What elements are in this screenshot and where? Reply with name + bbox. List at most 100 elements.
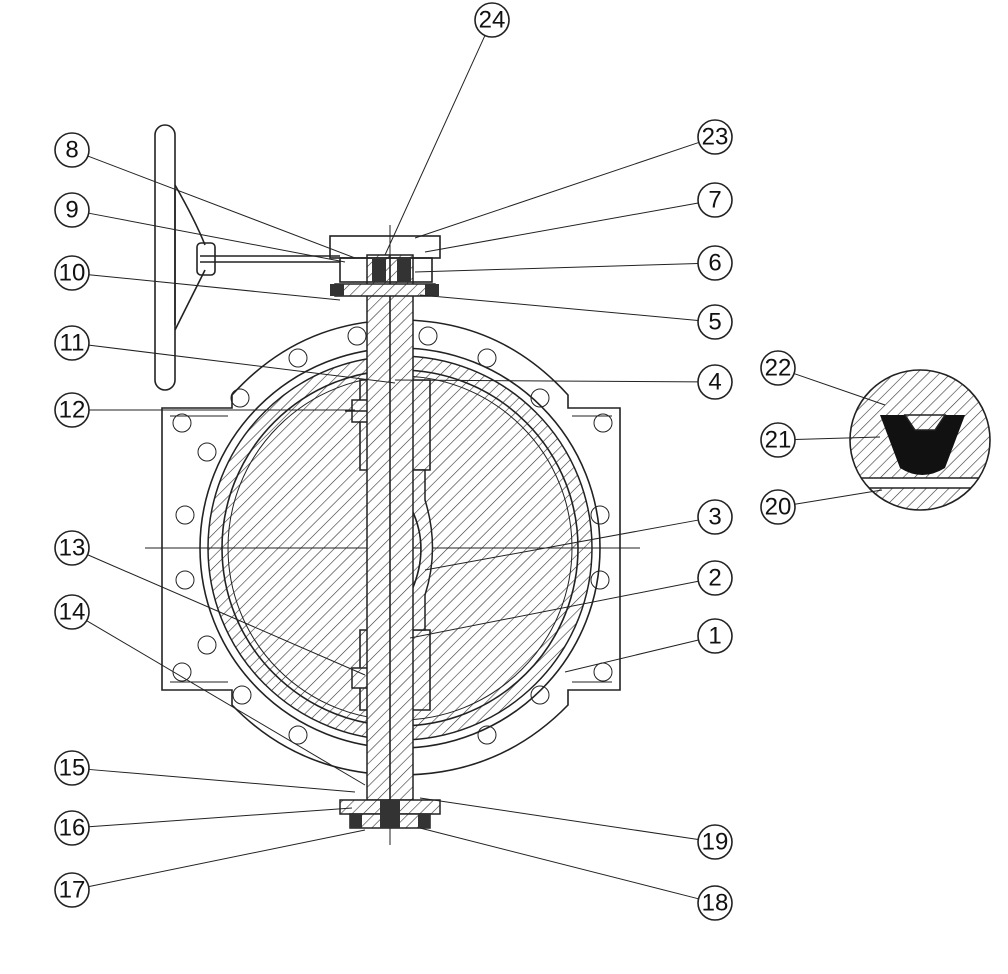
callout-circle — [760, 350, 796, 386]
leader-line — [88, 344, 396, 384]
callout-circle — [54, 325, 90, 361]
bolt-hole — [175, 505, 195, 525]
leader-line — [87, 155, 356, 259]
leader-line — [419, 797, 699, 840]
callout-circle — [54, 594, 90, 630]
callout-19: 19 — [419, 797, 733, 860]
callout-circle — [697, 499, 733, 535]
leader-line — [394, 379, 699, 383]
callout-circle — [697, 245, 733, 281]
callout-5: 5 — [419, 294, 733, 340]
leader-line — [88, 274, 341, 301]
leader-line — [87, 554, 366, 676]
bolt-hole — [288, 348, 308, 368]
callout-circle — [54, 255, 90, 291]
leader-line — [794, 489, 883, 505]
callout-circle — [697, 618, 733, 654]
seat-detail-view — [849, 369, 991, 511]
bolt-hole — [172, 413, 192, 433]
callout-circle — [697, 364, 733, 400]
leader-line — [86, 620, 366, 786]
callout-number: 3 — [708, 504, 721, 531]
callout-14: 14 — [54, 594, 366, 786]
callout-circle — [54, 192, 90, 228]
bolt-hole — [477, 348, 497, 368]
callout-number: 6 — [708, 250, 721, 277]
gearbox — [200, 235, 441, 297]
callout-13: 13 — [54, 530, 366, 676]
callout-1: 1 — [564, 618, 733, 673]
bolt-hole — [477, 725, 497, 745]
callout-24: 24 — [384, 2, 510, 256]
callout-11: 11 — [54, 325, 396, 384]
bolt-hole — [232, 685, 252, 705]
leader-line — [424, 519, 699, 571]
callout-number: 13 — [59, 535, 86, 562]
bolt-holes — [172, 326, 613, 745]
callout-number: 16 — [59, 815, 86, 842]
callout-number: 18 — [702, 890, 729, 917]
callout-number: 20 — [765, 494, 792, 521]
callout-number: 23 — [702, 124, 729, 151]
callout-3: 3 — [424, 499, 733, 571]
bolt-hole — [197, 635, 217, 655]
leader-line — [424, 202, 699, 253]
leader-line — [793, 373, 886, 406]
valve-disc — [345, 379, 434, 711]
leader-line — [88, 212, 346, 263]
callout-circle — [54, 530, 90, 566]
callout-12: 12 — [54, 392, 355, 428]
leader-line — [419, 294, 699, 321]
callout-number: 14 — [59, 599, 86, 626]
callout-number: 4 — [708, 369, 721, 396]
callout-number: 19 — [702, 829, 729, 856]
leader-line — [794, 436, 881, 440]
callout-4: 4 — [394, 364, 733, 400]
leader-line — [414, 263, 699, 273]
callout-circle — [54, 392, 90, 428]
callout-23: 23 — [414, 119, 733, 239]
callout-15: 15 — [54, 750, 356, 793]
callout-circle — [54, 810, 90, 846]
leader-line — [409, 580, 699, 639]
bolt-hole — [175, 570, 195, 590]
callout-number: 22 — [765, 355, 792, 382]
callout-17: 17 — [54, 829, 366, 908]
leader-line — [88, 768, 356, 793]
callout-circle — [697, 885, 733, 921]
callout-circle — [760, 422, 796, 458]
callout-number: 10 — [59, 260, 86, 287]
callout-circle — [760, 489, 796, 525]
bolt-hole — [172, 662, 192, 682]
bolt-hole — [230, 388, 250, 408]
callout-20: 20 — [760, 489, 883, 525]
bolt-hole — [418, 326, 438, 346]
callout-number: 17 — [59, 877, 86, 904]
callout-circle — [697, 182, 733, 218]
bolt-hole — [590, 570, 610, 590]
leader-line — [384, 35, 486, 256]
callout-circle — [54, 750, 90, 786]
callout-number: 1 — [708, 623, 721, 650]
callout-circle — [54, 872, 90, 908]
bolt-hole — [530, 388, 550, 408]
callout-2: 2 — [409, 560, 733, 639]
callout-16: 16 — [54, 807, 353, 846]
callout-number: 12 — [59, 397, 86, 424]
callout-21: 21 — [760, 422, 881, 458]
leader-line — [88, 829, 366, 888]
bolt-hole — [590, 505, 610, 525]
callout-number: 5 — [708, 309, 721, 336]
callout-number: 21 — [765, 427, 792, 454]
callout-circle — [54, 132, 90, 168]
handwheel — [154, 124, 216, 391]
callout-circle — [697, 119, 733, 155]
leader-line — [88, 807, 353, 828]
callout-circle — [474, 2, 510, 38]
callout-number: 11 — [60, 330, 85, 357]
callout-number: 9 — [65, 197, 78, 224]
callout-circle — [697, 304, 733, 340]
callout-10: 10 — [54, 255, 341, 301]
